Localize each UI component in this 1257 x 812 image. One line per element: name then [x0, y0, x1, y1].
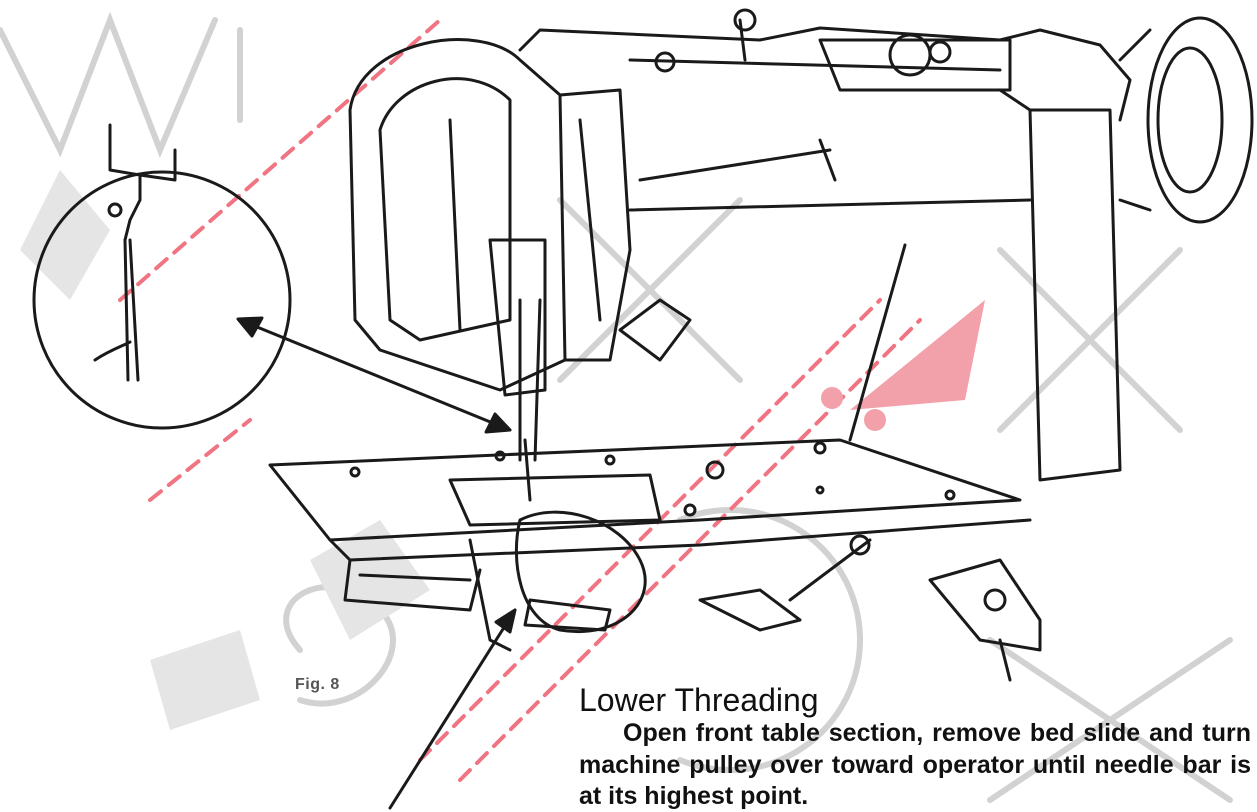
sewing-machine-line-art	[32, 8, 1254, 810]
instruction-text: Open front table section, remove bed sli…	[579, 719, 1251, 810]
figure-label: Fig. 8	[295, 676, 340, 693]
section-heading: Lower Threading	[579, 682, 819, 718]
watermark	[0, 11, 1233, 803]
